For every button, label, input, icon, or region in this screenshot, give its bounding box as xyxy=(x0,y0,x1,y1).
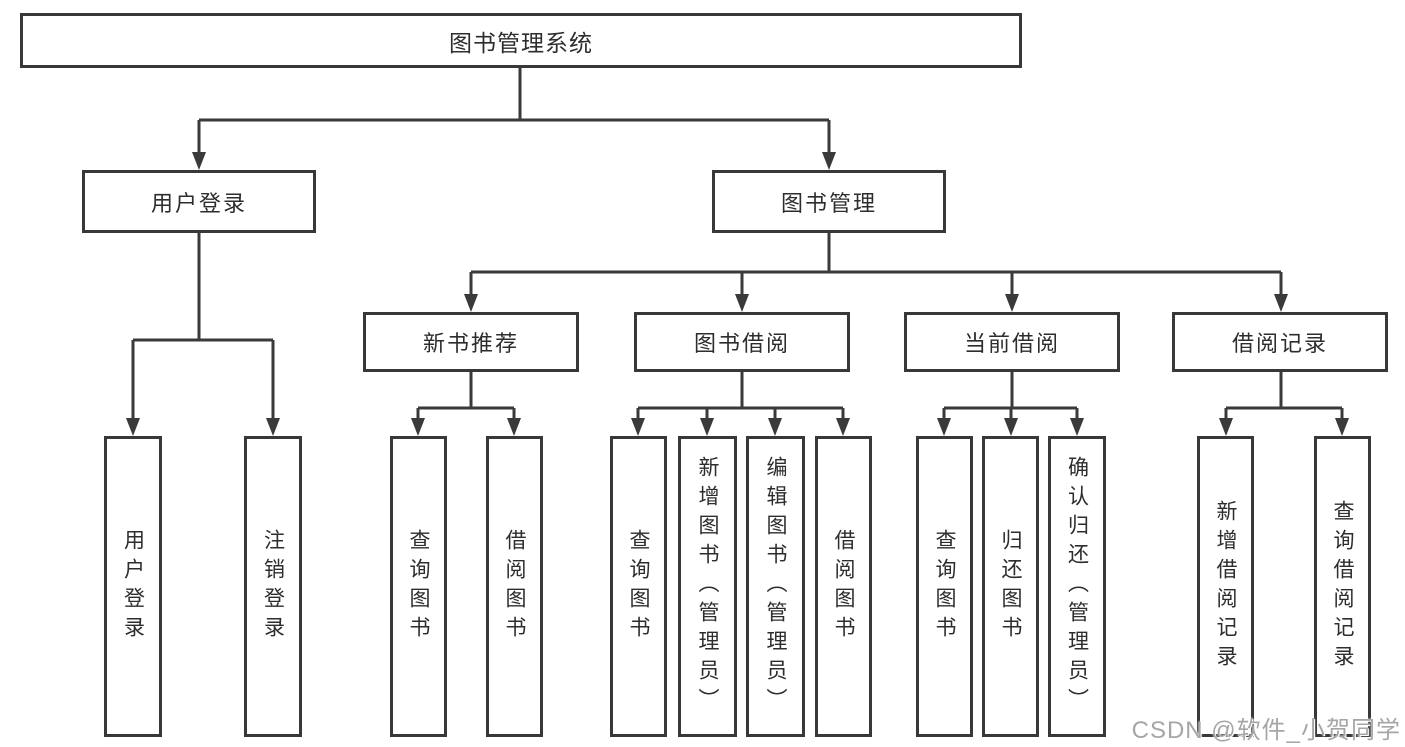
arrowhead xyxy=(937,418,951,436)
node-book-management: 图书管理 xyxy=(712,170,946,233)
node-label: 图书借阅 xyxy=(693,331,790,356)
arrowhead xyxy=(192,152,206,170)
leaf-query-books-current: 查询图书 xyxy=(916,436,973,737)
arrowhead xyxy=(1274,294,1288,312)
leaf-logout: 注销登录 xyxy=(244,436,302,737)
connector-book-management-to-level3 xyxy=(464,233,1288,312)
connector-borrow-records-to-leaves xyxy=(1219,372,1349,436)
arrowhead xyxy=(768,418,782,436)
node-label: 确认归还（管理员） xyxy=(1065,456,1089,717)
node-label: 查询图书 xyxy=(933,528,956,645)
node-label: 新增借阅记录 xyxy=(1214,499,1237,674)
node-label: 图书管理 xyxy=(780,190,877,216)
arrowhead xyxy=(836,418,850,436)
node-label: 查询借阅记录 xyxy=(1331,499,1354,674)
connector-current-borrow-to-leaves xyxy=(937,372,1084,436)
node-label: 借阅图书 xyxy=(832,528,855,645)
node-label: 借阅图书 xyxy=(503,528,526,645)
leaf-add-book-admin: 新增图书（管理员） xyxy=(678,436,737,737)
node-borrow-records: 借阅记录 xyxy=(1172,312,1388,372)
leaf-query-borrow-record: 查询借阅记录 xyxy=(1314,436,1371,737)
arrowhead xyxy=(700,418,714,436)
leaf-borrow-books: 借阅图书 xyxy=(815,436,872,737)
arrowhead xyxy=(631,418,645,436)
arrowhead xyxy=(266,418,280,436)
node-label: 注销登录 xyxy=(261,528,285,645)
arrowhead xyxy=(1004,418,1018,436)
node-label: 查询图书 xyxy=(627,528,650,645)
csdn-watermark: CSDN @软件_小贺同学 xyxy=(1131,717,1401,744)
arrowhead xyxy=(507,418,521,436)
arrowhead xyxy=(1219,418,1233,436)
leaf-query-books-borrow: 查询图书 xyxy=(610,436,667,737)
node-current-borrow: 当前借阅 xyxy=(904,312,1120,372)
connector-user-login-to-leaves xyxy=(126,233,280,436)
connector-new-book-recommend-to-leaves xyxy=(411,372,521,436)
node-label: 编辑图书（管理员） xyxy=(764,456,787,717)
arrowhead xyxy=(464,294,478,312)
node-new-book-recommend: 新书推荐 xyxy=(363,312,579,372)
leaf-return-book: 归还图书 xyxy=(982,436,1039,737)
arrowhead xyxy=(1005,294,1019,312)
arrowhead xyxy=(822,152,836,170)
node-label: 用户登录 xyxy=(121,528,145,645)
connector-book-borrow-to-leaves xyxy=(631,372,850,436)
node-label: 归还图书 xyxy=(999,528,1022,645)
arrowhead xyxy=(735,294,749,312)
leaf-query-books-recommend: 查询图书 xyxy=(390,436,447,737)
node-label: 借阅记录 xyxy=(1231,331,1328,356)
node-label: 新书推荐 xyxy=(422,331,519,356)
leaf-add-borrow-record: 新增借阅记录 xyxy=(1197,436,1254,737)
node-user-login: 用户登录 xyxy=(82,170,316,233)
arrowhead xyxy=(1070,418,1084,436)
node-library-management-system: 图书管理系统 xyxy=(20,13,1022,68)
node-label: 用户登录 xyxy=(150,190,247,216)
leaf-edit-book-admin: 编辑图书（管理员） xyxy=(746,436,805,737)
node-label: 查询图书 xyxy=(407,528,430,645)
arrowhead xyxy=(411,418,425,436)
node-label: 图书管理系统 xyxy=(449,29,593,56)
node-label: 当前借阅 xyxy=(963,331,1060,356)
arrowhead xyxy=(126,418,140,436)
node-label: 新增图书（管理员） xyxy=(696,456,719,717)
connector-root-to-level2 xyxy=(192,68,836,170)
leaf-user-login: 用户登录 xyxy=(104,436,162,737)
leaf-borrow-books-recommend: 借阅图书 xyxy=(486,436,543,737)
node-book-borrow: 图书借阅 xyxy=(634,312,850,372)
leaf-confirm-return-admin: 确认归还（管理员） xyxy=(1048,436,1106,737)
arrowhead xyxy=(1335,418,1349,436)
